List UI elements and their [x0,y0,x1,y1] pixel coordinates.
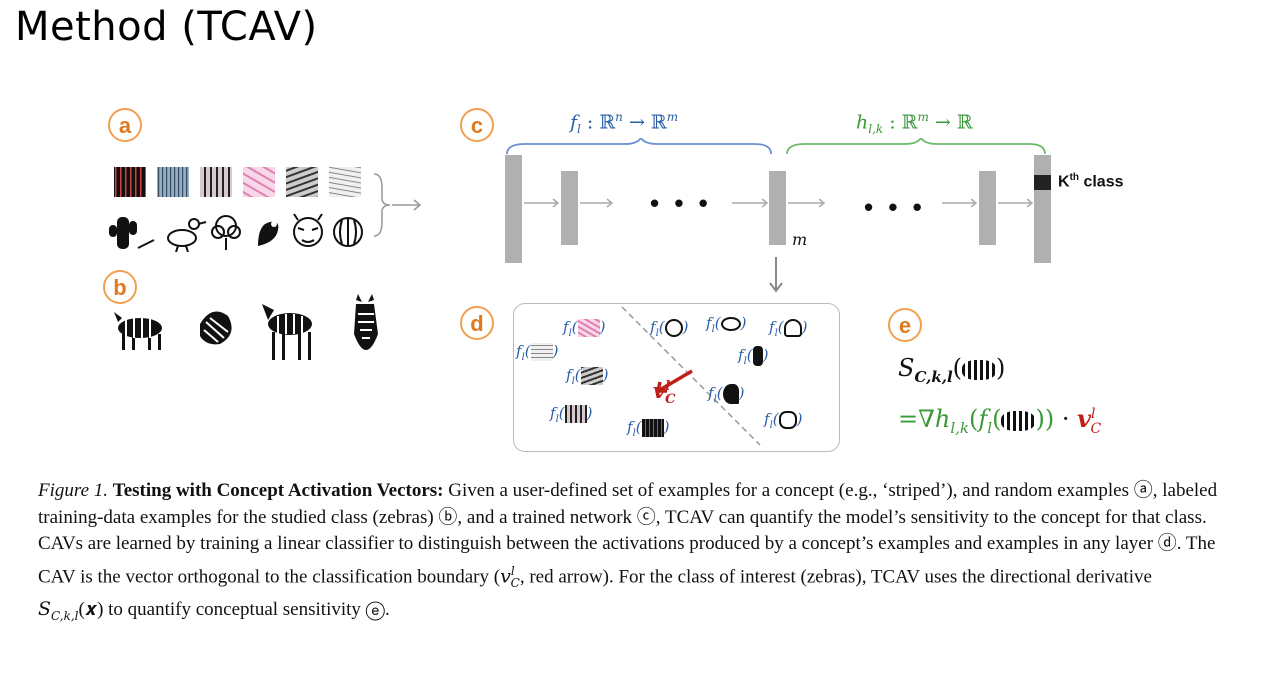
activation-tree: fl() [769,318,808,339]
kth-class-label: Kth class [1058,172,1124,191]
activation-ball: fl() [650,318,689,339]
ellipsis-dots-2: • • • [864,192,926,222]
kth-class-unit [1034,175,1051,190]
cav-symbol: vlC [653,378,676,408]
activation-parrot: fl() [708,384,745,405]
activation-bird: fl() [706,314,747,335]
activation-black-stripe: fl() [627,418,670,439]
down-arrow [766,255,786,300]
concept-brace [372,172,432,243]
layer-bar-1 [505,155,522,263]
label-c: c [460,108,494,142]
layer-label: m [792,230,808,249]
activation-tiger: fl() [764,410,803,431]
layer-bar-l [769,171,786,245]
activation-gray: fl() [516,342,559,363]
ellipsis-dots-1: • • • [650,188,712,218]
classification-boundary [620,305,770,455]
label-d: d [460,306,494,340]
sensitivity-score: SC,k,l() [898,354,1006,386]
activation-pink: fl() [563,318,606,339]
activation-cactus: fl() [738,346,769,367]
network-arrows [522,195,1042,220]
label-e: e [888,308,922,342]
label-b: b [103,270,137,304]
random-example-icons [108,210,364,257]
label-a: a [108,108,142,142]
activation-red-stripe: fl() [550,404,593,425]
h-mapping-label: hl,k : ℝm → ℝ [856,110,973,137]
activation-dark: fl() [566,366,609,387]
layer-bar-2 [561,171,578,245]
slide-title: Method (TCAV) [15,4,318,50]
striped-texture-tiles [112,166,362,203]
zebra-examples [112,294,402,373]
network-braces [505,136,1055,163]
activation-space-panel [513,303,840,452]
layer-bar-4 [979,171,996,245]
f-mapping-label: fl : ℝn → ℝm [570,110,679,137]
sensitivity-formula: =∇hC,k,ll,k(fl()) · vlC [898,404,1102,437]
figure-caption: Figure 1. Testing with Concept Activatio… [38,480,1218,623]
